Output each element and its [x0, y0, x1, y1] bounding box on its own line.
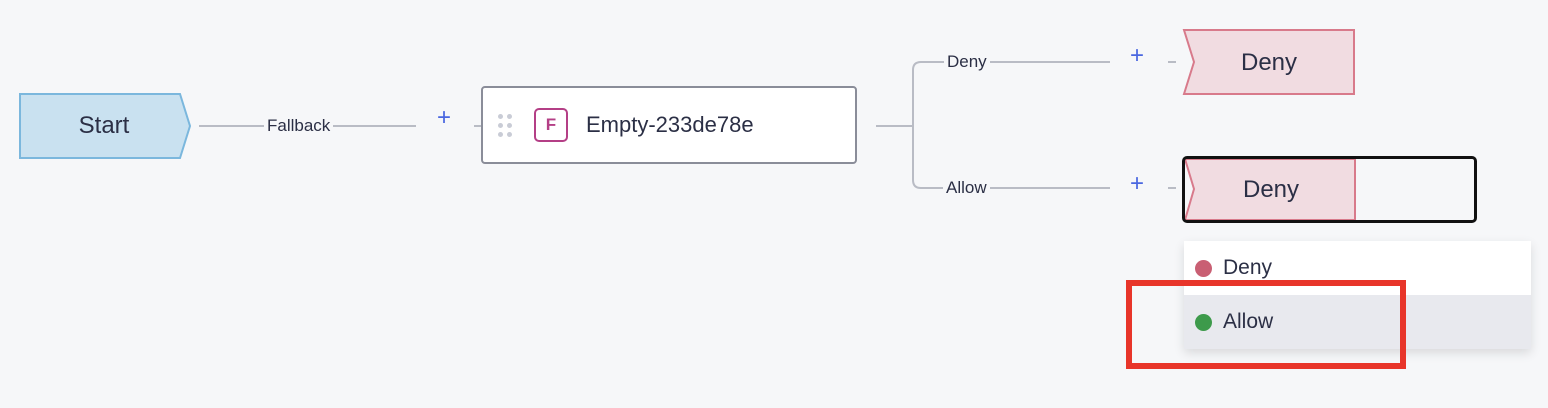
allow-outcome-node[interactable]: Deny [1184, 158, 1358, 221]
add-step-button[interactable]: + [436, 104, 451, 131]
dropdown-option-label: Allow [1223, 310, 1274, 333]
deny-branch-label: Deny [944, 52, 990, 72]
allow-status-dot-icon [1195, 313, 1212, 331]
start-label: Start [78, 112, 130, 139]
deny-outcome-label: Deny [1240, 48, 1298, 76]
outcome-dropdown: Deny Allow [1184, 241, 1531, 349]
allow-branch-connector [912, 126, 1110, 189]
deny-outcome-node[interactable]: Deny [1182, 29, 1356, 96]
allow-outcome-label: Deny [1242, 175, 1300, 203]
add-deny-step-button[interactable]: + [1129, 42, 1144, 69]
deny-status-dot-icon [1195, 259, 1212, 277]
function-node[interactable]: F Empty-233de78e [481, 86, 857, 164]
allow-branch-label: Allow [943, 178, 990, 198]
selected-outcome-frame [1182, 156, 1477, 223]
start-node[interactable]: Start [19, 93, 192, 159]
add-allow-step-button[interactable]: + [1129, 170, 1144, 197]
function-badge-icon: F [534, 108, 568, 142]
fallback-edge-label: Fallback [264, 116, 334, 136]
deny-outcome-shape [1182, 29, 1355, 95]
deny-branch-connector [912, 61, 1110, 126]
dropdown-option-label: Deny [1223, 256, 1273, 279]
dropdown-option-deny[interactable]: Deny [1184, 241, 1531, 295]
start-node-shape [19, 93, 192, 159]
dropdown-option-allow[interactable]: Allow [1184, 295, 1531, 349]
drag-dots-icon[interactable] [498, 113, 512, 137]
function-node-title: Empty-233de78e [586, 112, 754, 137]
